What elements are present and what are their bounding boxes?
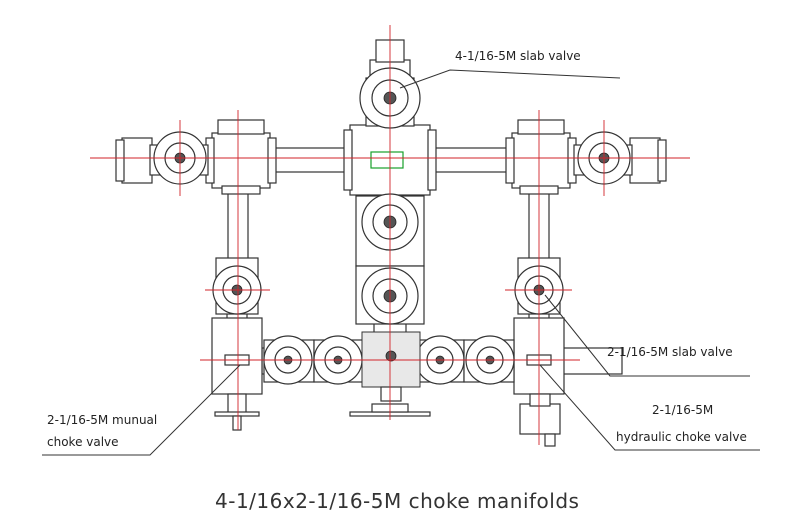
label-manual-choke-line1: 2-1/16-5M munual	[47, 413, 157, 427]
leader-lines	[42, 69, 760, 456]
label-slab-valve-top: 4-1/16-5M slab valve	[455, 49, 581, 63]
center-cross-highlight	[370, 151, 404, 169]
left-tee	[205, 119, 277, 195]
label-manual-choke-line2: choke valve	[47, 435, 119, 449]
label-slab-valve-right: 2-1/16-5M slab valve	[607, 345, 733, 359]
left-vertical-valve	[212, 257, 262, 315]
label-hydraulic-choke-line1: 2-1/16-5M	[652, 403, 713, 417]
center-lines	[90, 25, 690, 445]
manual-choke-valve	[211, 317, 263, 431]
label-hydraulic-choke-line2: hydraulic choke valve	[616, 430, 747, 444]
right-tee	[505, 119, 577, 195]
drawing-title: 4-1/16x2-1/16-5M choke manifolds	[215, 489, 579, 513]
